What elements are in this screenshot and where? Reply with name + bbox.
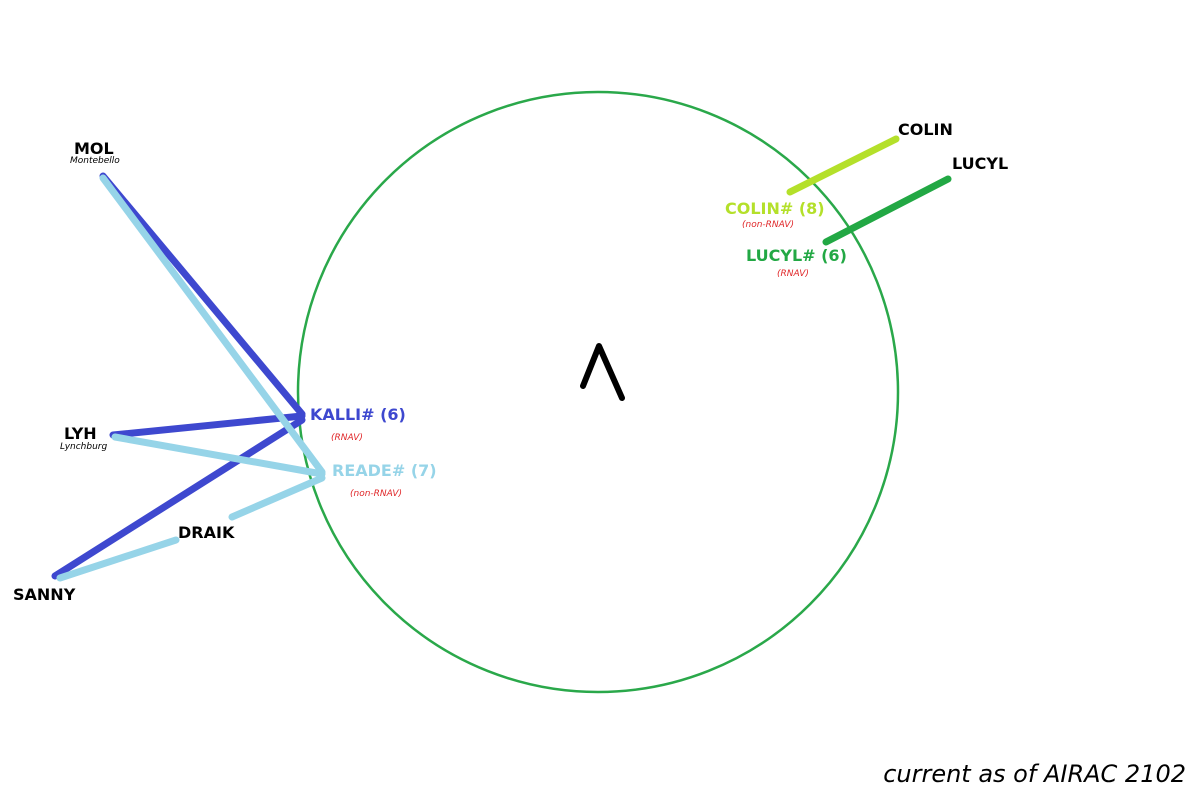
route-sanny-draik [56, 536, 180, 582]
route-sanny-kalli [51, 416, 306, 580]
fix-label-mol: MOL [74, 139, 114, 158]
arrival-label-kalli: KALLI# (6) [310, 405, 406, 424]
fix-label-lucyl: LUCYL [952, 154, 1009, 173]
arrival-label-lucyl: LUCYL# (6) [746, 246, 847, 265]
route-lucyl [822, 175, 952, 246]
fix-label-draik: DRAIK [178, 523, 235, 542]
route-colin [786, 135, 900, 196]
route-draik-reade [228, 474, 326, 521]
route-mol-reade [99, 174, 326, 476]
arrival-type-lucyl: (RNAV) [777, 269, 809, 279]
airac-footer: current as of AIRAC 2102 [883, 760, 1186, 788]
arrival-label-colin: COLIN# (8) [725, 199, 825, 218]
fix-sub-lyh: Lynchburg [60, 442, 108, 452]
reade-routes [56, 174, 326, 582]
route-lyh-reade [111, 433, 326, 478]
arrival-type-reade: (non-RNAV) [350, 489, 403, 499]
fix-label-sanny: SANNY [13, 585, 76, 604]
arrival-type-colin: (non-RNAV) [742, 220, 795, 230]
arrival-type-kalli: (RNAV) [331, 433, 363, 443]
route-lyh-kalli [109, 412, 306, 439]
fix-label-lyh: LYH [64, 424, 97, 443]
route-mol-kalli [99, 172, 306, 418]
fix-sub-mol: Montebello [70, 156, 120, 166]
arrival-label-reade: READE# (7) [332, 461, 437, 480]
kalli-routes [51, 172, 306, 580]
airspace-circle [296, 90, 900, 694]
fix-label-colin: COLIN [898, 120, 953, 139]
chevron-up-icon [580, 343, 625, 401]
